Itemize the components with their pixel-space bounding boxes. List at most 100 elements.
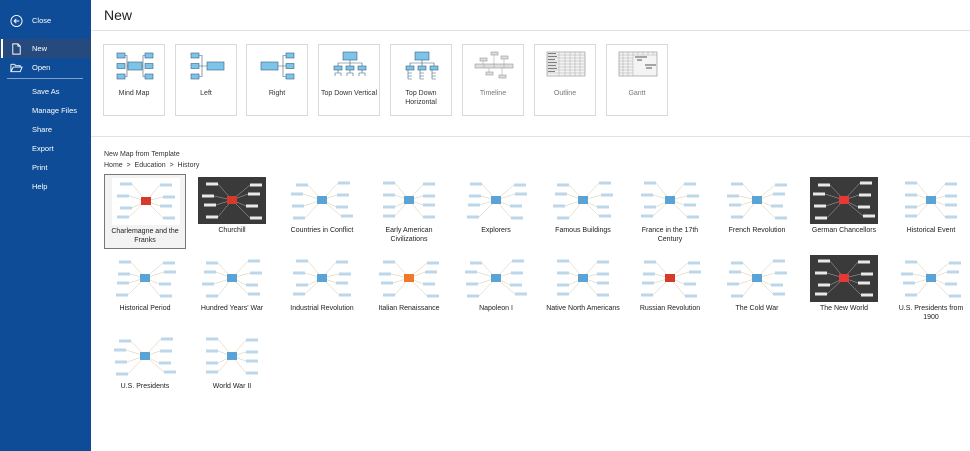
sidebar-divider	[7, 78, 83, 79]
blank-map-outline[interactable]: Outline	[534, 44, 596, 116]
template-u-s-presidents-from-1900[interactable]: U.S. Presidents from 1900	[890, 252, 970, 322]
sidebar-item-close[interactable]: Close	[0, 11, 91, 30]
template-italian-renaissance[interactable]: Italian Renaissance	[368, 252, 450, 322]
template-thumbnail	[549, 177, 617, 224]
template-napoleon-i[interactable]: Napoleon I	[455, 252, 537, 322]
template-label: Explorers	[481, 227, 511, 234]
timeline-icon	[474, 51, 514, 79]
template-label: Russian Revolution	[639, 305, 701, 312]
blank-map-label: Left	[200, 90, 212, 97]
template-thumbnail	[723, 255, 791, 302]
sidebar-item-share[interactable]: Share	[0, 120, 91, 139]
template-france-in-the-17th-century[interactable]: France in the 17th Century	[629, 174, 711, 244]
sidebar-item-save-as[interactable]: Save As	[0, 82, 91, 101]
template-german-chancellors[interactable]: German Chancellors	[803, 174, 885, 244]
template-label: German Chancellors	[811, 227, 877, 234]
blank-map-mind-map[interactable]: Mind Map	[103, 44, 165, 116]
section-divider	[91, 136, 970, 137]
back-arrow-icon	[10, 14, 23, 27]
blank-map-label: Mind Map	[118, 90, 150, 97]
template-label: Napoleon I	[479, 305, 513, 312]
sidebar-item-label: Print	[32, 163, 48, 172]
template-historical-event[interactable]: Historical Event	[890, 174, 970, 244]
template-u-s-presidents[interactable]: U.S. Presidents	[104, 330, 186, 400]
breadcrumb[interactable]: Home > Education > History	[104, 162, 200, 169]
sidebar-item-label: Help	[32, 182, 48, 191]
template-the-new-world[interactable]: The New World	[803, 252, 885, 322]
template-the-cold-war[interactable]: The Cold War	[716, 252, 798, 322]
template-label: Italian Renaissance	[378, 305, 440, 312]
template-label: Famous Buildings	[555, 227, 611, 234]
outline-icon	[546, 51, 586, 77]
template-label: Churchill	[218, 227, 246, 234]
template-label: Historical Event	[906, 227, 956, 234]
template-thumbnail	[288, 255, 356, 302]
left-map-icon	[190, 52, 225, 80]
template-explorers[interactable]: Explorers	[455, 174, 537, 244]
template-thumbnail	[198, 255, 266, 302]
template-thumbnail	[897, 177, 965, 224]
sidebar: Close New Open Save As Manage Files Shar…	[0, 0, 91, 451]
blank-map-timeline[interactable]: Timeline	[462, 44, 524, 116]
blank-map-label: Top Down Horizontal	[405, 90, 437, 106]
template-charlemagne-and-the-franks[interactable]: Charlemagne and the Franks	[104, 174, 186, 249]
main-panel: New Mind Map Left	[91, 0, 970, 451]
blank-map-right[interactable]: Right	[246, 44, 308, 116]
template-world-war-ii[interactable]: World War II	[191, 330, 273, 400]
template-thumbnail	[112, 178, 180, 225]
sidebar-item-label: Open	[32, 63, 51, 72]
template-hundred-years-war[interactable]: Hundred Years' War	[191, 252, 273, 322]
folder-open-icon	[10, 63, 23, 72]
gantt-icon	[618, 51, 658, 77]
sidebar-item-new[interactable]: New	[0, 39, 91, 58]
sidebar-item-label: Save As	[32, 87, 60, 96]
blank-map-top-down-vertical[interactable]: Top Down Vertical	[318, 44, 380, 116]
template-thumbnail	[636, 177, 704, 224]
template-countries-in-conflict[interactable]: Countries in Conflict	[281, 174, 363, 244]
sidebar-item-label: Share	[32, 125, 53, 134]
template-native-north-americans[interactable]: Native North Americans	[542, 252, 624, 322]
template-label: Early American Civilizations	[385, 227, 433, 243]
top-down-horizontal-icon	[405, 51, 439, 80]
sidebar-item-manage-files[interactable]: Manage Files	[0, 101, 91, 120]
template-famous-buildings[interactable]: Famous Buildings	[542, 174, 624, 244]
sidebar-item-print[interactable]: Print	[0, 158, 91, 177]
template-thumbnail	[111, 255, 179, 302]
sidebar-item-export[interactable]: Export	[0, 139, 91, 158]
template-early-american-civilizations[interactable]: Early American Civilizations	[368, 174, 450, 244]
template-section-title: New Map from Template	[104, 151, 180, 158]
template-thumbnail	[375, 255, 443, 302]
blank-map-label: Right	[268, 90, 286, 97]
template-label: Native North Americans	[546, 305, 620, 312]
sidebar-item-label: Close	[32, 16, 52, 25]
template-label: French Revolution	[728, 227, 786, 234]
template-historical-period[interactable]: Historical Period	[104, 252, 186, 322]
template-thumbnail	[288, 177, 356, 224]
blank-map-top-down-horizontal[interactable]: Top Down Horizontal	[390, 44, 452, 116]
template-thumbnail	[198, 177, 266, 224]
template-churchill[interactable]: Churchill	[191, 174, 273, 244]
template-thumbnail	[549, 255, 617, 302]
template-label: France in the 17th Century	[641, 227, 699, 243]
template-label: Historical Period	[119, 305, 171, 312]
template-label: U.S. Presidents	[120, 383, 170, 390]
blank-map-label: Top Down Vertical	[320, 90, 378, 97]
sidebar-item-label: Export	[32, 144, 54, 153]
template-label: World War II	[212, 383, 252, 390]
right-map-icon	[260, 52, 295, 80]
blank-map-left[interactable]: Left	[175, 44, 237, 116]
blank-map-gantt[interactable]: Gantt	[606, 44, 668, 116]
header-divider	[91, 30, 970, 31]
template-thumbnail	[723, 177, 791, 224]
template-label: The New World	[819, 305, 869, 312]
sidebar-item-help[interactable]: Help	[0, 177, 91, 196]
template-industrial-revolution[interactable]: Industrial Revolution	[281, 252, 363, 322]
template-thumbnail	[462, 177, 530, 224]
top-down-vertical-icon	[333, 51, 367, 76]
blank-map-label: Outline	[553, 90, 577, 97]
template-french-revolution[interactable]: French Revolution	[716, 174, 798, 244]
template-russian-revolution[interactable]: Russian Revolution	[629, 252, 711, 322]
sidebar-item-open[interactable]: Open	[0, 58, 91, 77]
template-thumbnail	[111, 333, 179, 380]
mind-map-icon	[116, 52, 154, 80]
